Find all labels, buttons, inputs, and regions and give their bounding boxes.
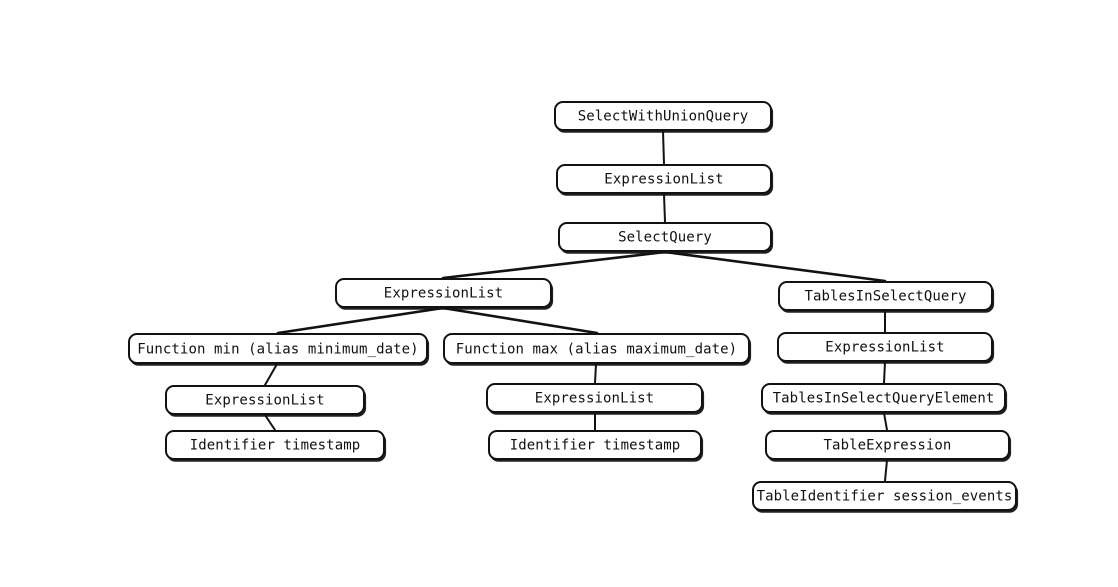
edge-n13-n14 xyxy=(884,459,888,482)
edge-n7-n10 xyxy=(883,361,886,384)
tree-node[interactable]: Identifier timestamp xyxy=(488,430,702,460)
tree-node[interactable]: TablesInSelectQuery xyxy=(778,281,993,311)
tree-node-label: SelectWithUnionQuery xyxy=(577,108,749,125)
edge-n2-n3 xyxy=(441,250,667,280)
tree-node-label: ExpressionList xyxy=(534,390,655,407)
tree-node[interactable]: Identifier timestamp xyxy=(165,430,385,460)
tree-node-label: TableExpression xyxy=(823,437,952,454)
edge-n0-n1 xyxy=(662,130,665,165)
tree-node[interactable]: SelectWithUnionQuery xyxy=(554,101,772,131)
tree-node-label: ExpressionList xyxy=(383,285,504,302)
tree-node-label: Identifier timestamp xyxy=(189,437,361,454)
tree-node[interactable]: ExpressionList xyxy=(335,278,552,308)
tree-node-label: Function min (alias minimum_date) xyxy=(137,341,419,357)
tree-node[interactable]: ExpressionList xyxy=(165,385,365,415)
tree-node[interactable]: TableIdentifier session_events xyxy=(752,481,1017,511)
edge-n5-n8 xyxy=(264,363,278,386)
tree-node-label: SelectQuery xyxy=(618,229,712,246)
tree-node-label: ExpressionList xyxy=(205,392,325,409)
tree-node[interactable]: Function min (alias minimum_date) xyxy=(128,333,428,364)
edge-n3-n5 xyxy=(276,306,445,335)
edge-n10-n13 xyxy=(883,412,888,431)
tree-node[interactable]: TableExpression xyxy=(765,430,1010,460)
tree-node[interactable]: ExpressionList xyxy=(556,164,772,194)
tree-node[interactable]: ExpressionList xyxy=(486,383,703,413)
edge-n8-n11 xyxy=(264,414,276,431)
tree-node[interactable]: TablesInSelectQueryElement xyxy=(761,383,1006,413)
tree-node[interactable]: Function max (alias maximum_date) xyxy=(443,333,750,364)
edge-n6-n9 xyxy=(594,363,597,384)
tree-node-label: TableIdentifier session_events xyxy=(756,488,1013,505)
edge-n3-n6 xyxy=(441,306,599,335)
edge-n2-n4 xyxy=(663,250,887,283)
tree-node-label: ExpressionList xyxy=(604,171,724,188)
edge-n1-n2 xyxy=(663,193,666,223)
tree-node-label: ExpressionList xyxy=(825,339,945,356)
tree-node[interactable]: ExpressionList xyxy=(777,332,993,362)
tree-node-label: Identifier timestamp xyxy=(509,437,681,454)
tree-node-label: TablesInSelectQueryElement xyxy=(772,390,995,407)
tree-node[interactable]: SelectQuery xyxy=(558,222,772,252)
tree-node-label: Function max (alias maximum_date) xyxy=(455,341,738,357)
tree-node-label: TablesInSelectQuery xyxy=(804,288,967,305)
